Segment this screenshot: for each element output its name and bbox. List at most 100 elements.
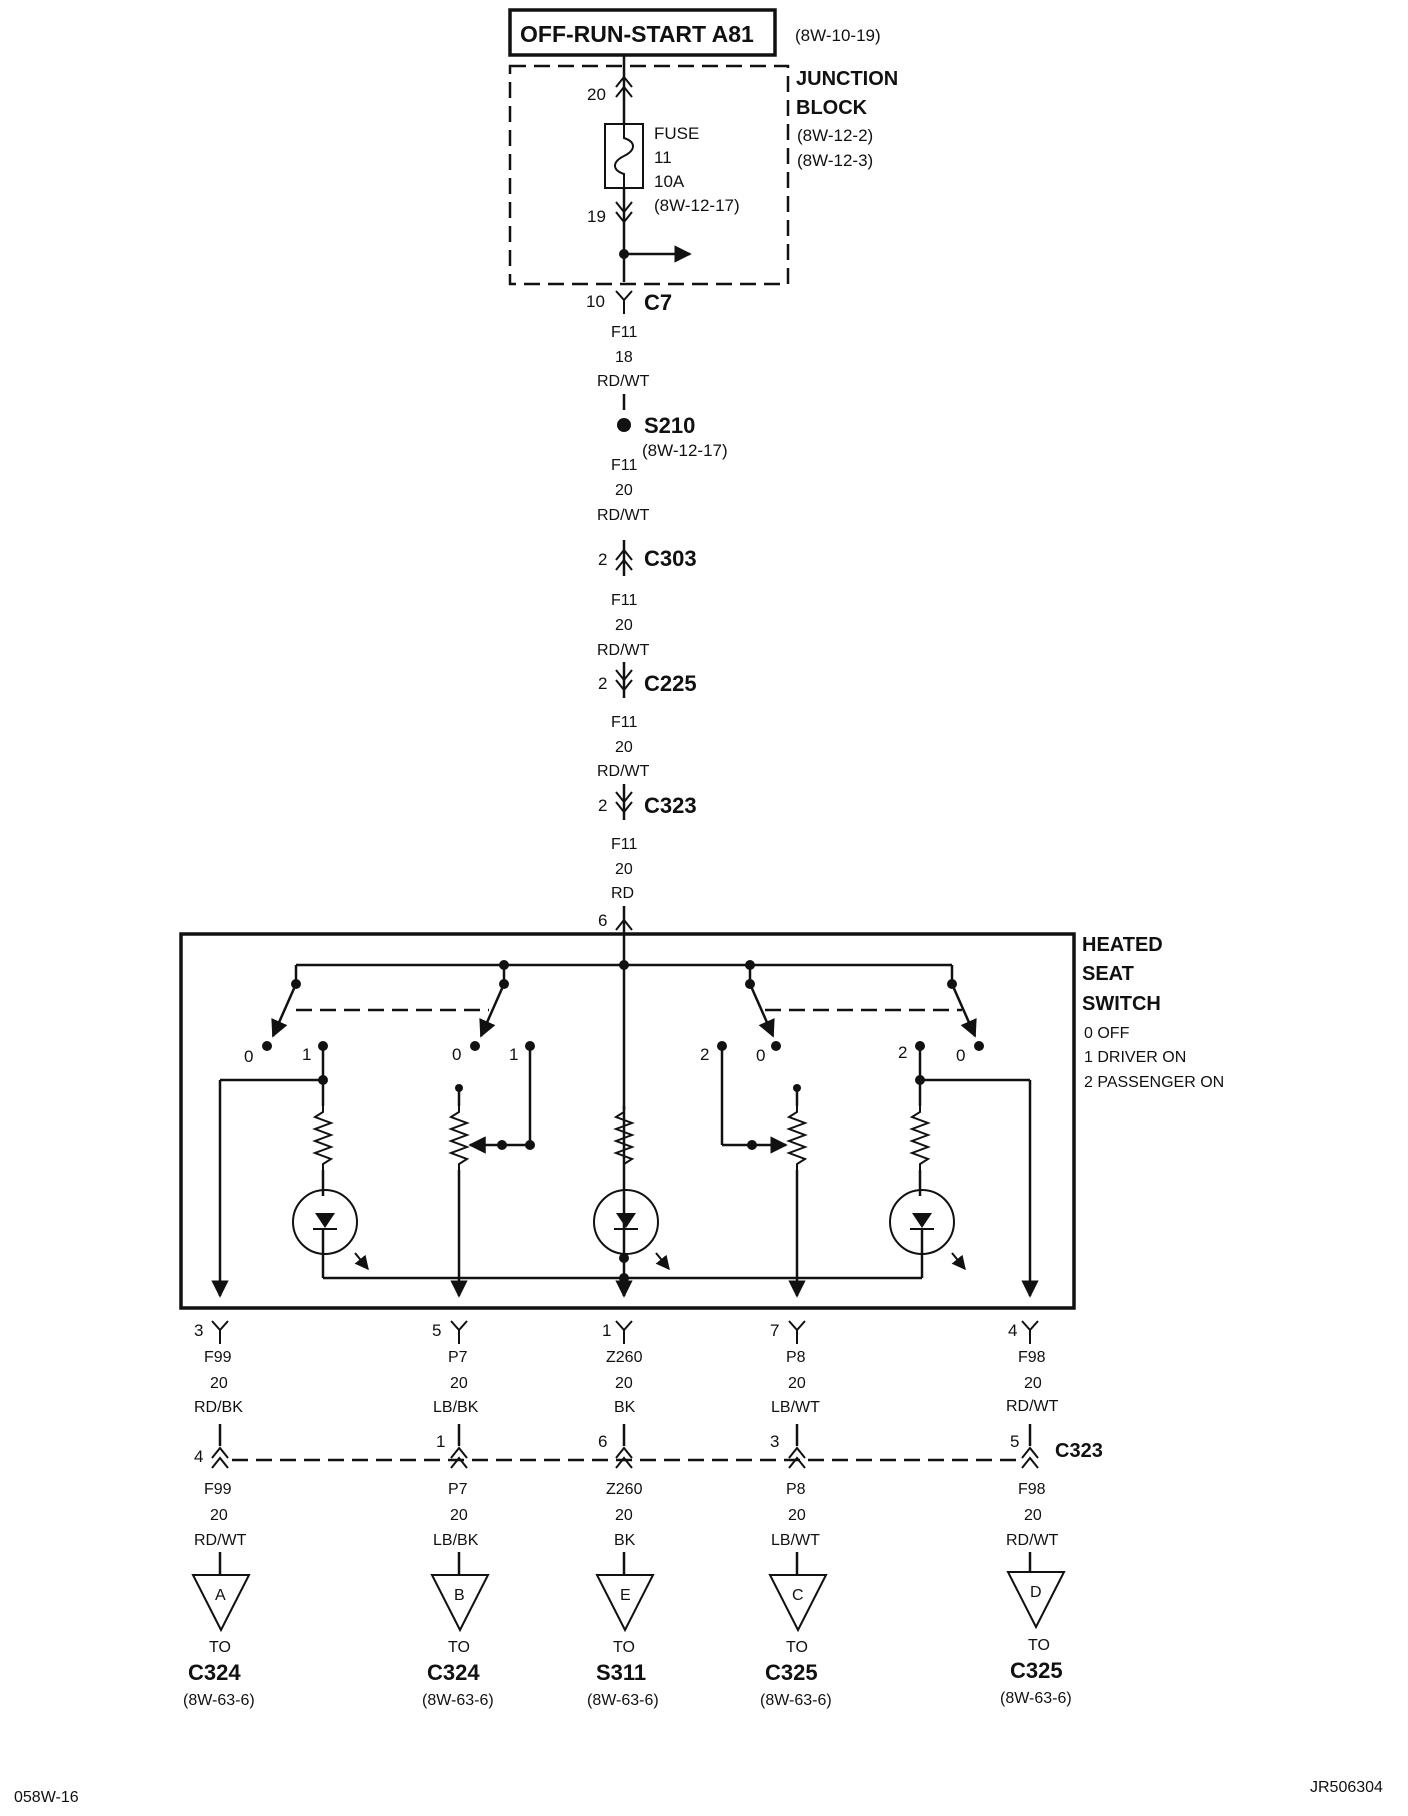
to-label: TO (448, 1639, 470, 1656)
connector-letter: B (454, 1587, 465, 1604)
switch-legend-driver: 1 DRIVER ON (1084, 1049, 1186, 1066)
splice-ref: (8W-12-17) (642, 441, 728, 460)
contact-label: 1 (509, 1045, 518, 1064)
wire-f11-e-color: RD (611, 885, 634, 902)
destination-ref: (8W-63-6) (587, 1692, 659, 1709)
wire-f11-b-color: RD/WT (597, 507, 650, 524)
source-box: OFF-RUN-START A81 (508, 8, 777, 57)
output-pin: 3 (194, 1321, 203, 1340)
wire-color: RD/WT (194, 1532, 247, 1549)
wire-color: RD/WT (1006, 1398, 1059, 1415)
fuse-number: 11 (654, 148, 672, 167)
wire-gauge: 20 (450, 1507, 468, 1524)
resistor-icon (314, 1105, 332, 1171)
destination-ref: (8W-63-6) (760, 1692, 832, 1709)
destination: S311 (596, 1660, 646, 1685)
connector-letter: D (1030, 1584, 1042, 1601)
wire-gauge: 20 (210, 1507, 228, 1524)
output-pin: 5 (432, 1321, 441, 1340)
contact-label: 0 (452, 1045, 461, 1064)
wire-color: LB/WT (771, 1532, 820, 1549)
destination-ref: (8W-63-6) (1000, 1690, 1072, 1707)
connector-triangle-icon (430, 1574, 490, 1633)
output-pin: 1 (602, 1321, 611, 1340)
junction-block-title-2: BLOCK (796, 97, 868, 119)
wire-gauge: 20 (1024, 1507, 1042, 1524)
source-ref: (8W-10-19) (795, 26, 881, 45)
c7-pin-icon (615, 290, 633, 315)
footer-left: 058W-16 (14, 1789, 79, 1806)
wire-color: LB/BK (433, 1532, 479, 1549)
wire-gauge: 20 (615, 1507, 633, 1524)
connector-letter: A (215, 1587, 226, 1604)
junction-block-ref-2: (8W-12-3) (797, 151, 873, 170)
resistor-icon (911, 1105, 929, 1171)
wire-f11-c-code: F11 (611, 592, 637, 609)
splice-name: S210 (644, 413, 695, 438)
switch-blade-4 (950, 983, 977, 1038)
junction-block-ref-1: (8W-12-2) (797, 126, 873, 145)
heated-seat-switch: HEATED SEAT SWITCH 0 OFF 1 DRIVER ON 2 P… (179, 930, 1224, 1310)
connector-triangle-icon (1006, 1571, 1066, 1630)
c323-connector-icon (1021, 1447, 1039, 1469)
switch-legend-off: 0 OFF (1084, 1025, 1130, 1042)
wire-code: Z260 (606, 1481, 643, 1498)
junction-block-title-1: JUNCTION (796, 68, 898, 90)
c7-pin: 10 (586, 292, 605, 311)
switch-title-2: SEAT (1082, 963, 1134, 985)
wire-code: F99 (204, 1349, 232, 1366)
wire-f11-b-gauge: 20 (615, 482, 633, 499)
contact-label: 1 (302, 1045, 311, 1064)
wire-code: P7 (448, 1349, 468, 1366)
wire-f11-b-code: F11 (611, 457, 637, 474)
wire-color: BK (614, 1399, 636, 1416)
wire-gauge: 20 (1024, 1375, 1042, 1392)
wire-f11-c-color: RD/WT (597, 642, 650, 659)
c323-connector-icon (615, 1447, 633, 1469)
wire-f11-d-color: RD/WT (597, 763, 650, 780)
wire-gauge: 20 (788, 1507, 806, 1524)
jb-pin-top: 20 (587, 85, 606, 104)
wire-gauge: 20 (450, 1375, 468, 1392)
c323-connector-icon (211, 1447, 229, 1469)
wire-f11-a-color: RD/WT (597, 373, 650, 390)
main-feed: 10 C7 F11 18 RD/WT S210 (8W-12-17) F11 2… (586, 290, 728, 931)
wire-color: LB/BK (433, 1399, 479, 1416)
c323-pin: 3 (770, 1432, 779, 1451)
jb-pin-bottom: 19 (587, 207, 606, 226)
fuse-icon (604, 123, 644, 189)
output-column-1: 3 F99 20 RD/BK 4 F99 20 RD/WT A TO C324 … (183, 1320, 255, 1709)
connector-triangle-icon (191, 1574, 251, 1633)
destination: C324 (188, 1660, 241, 1685)
wire-f11-a-code: F11 (611, 324, 637, 341)
wire-code: F99 (204, 1481, 232, 1498)
c323-top-pin: 2 (598, 796, 607, 815)
wire-color: RD/BK (194, 1399, 243, 1416)
switch-blade-3 (748, 983, 775, 1038)
wire-f11-e-code: F11 (611, 836, 637, 853)
wire-code: P8 (786, 1481, 806, 1498)
wire-gauge: 20 (210, 1375, 228, 1392)
connector-triangle-icon (595, 1574, 655, 1633)
output-pin: 4 (1008, 1321, 1017, 1340)
switch-legend-passenger: 2 PASSENGER ON (1084, 1074, 1224, 1091)
output-column-4: 7 P8 20 LB/WT 3 P8 20 LB/WT C TO C325 (8… (760, 1320, 832, 1709)
contact-label: 0 (244, 1047, 253, 1066)
switch-blade-2 (479, 983, 506, 1038)
c303-pin: 2 (598, 550, 607, 569)
resistor-icon (788, 1105, 806, 1171)
c323-connector-icon (788, 1447, 806, 1469)
to-label: TO (1028, 1637, 1050, 1654)
to-label: TO (786, 1639, 808, 1656)
c225-name: C225 (644, 671, 697, 696)
connector-letter: E (620, 1587, 631, 1604)
output-column-2: 5 P7 20 LB/BK 1 P7 20 LB/BK B TO C324 (8… (422, 1320, 494, 1709)
c323-pin: 5 (1010, 1432, 1019, 1451)
to-label: TO (209, 1639, 231, 1656)
wire-f11-e-gauge: 20 (615, 861, 633, 878)
c303-name: C303 (644, 546, 697, 571)
destination: C325 (765, 1660, 818, 1685)
splice-s210-dot (617, 418, 631, 432)
switch-title-3: SWITCH (1082, 993, 1161, 1015)
